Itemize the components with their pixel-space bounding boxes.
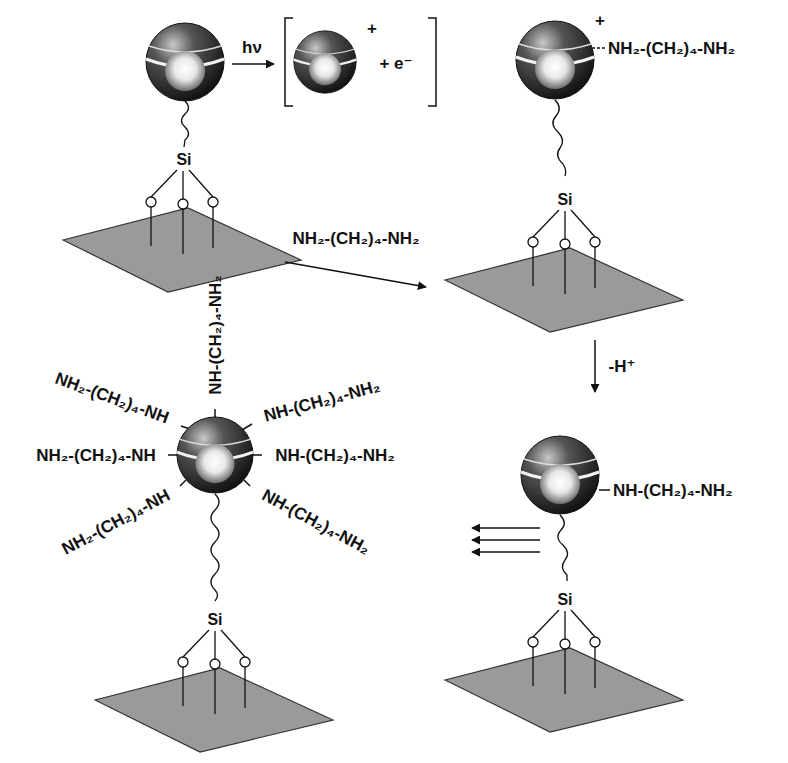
linker-chain (558, 515, 568, 581)
amine-substituent: NH-(CH₂)₄-NH₂ (275, 447, 395, 464)
amine-substituent: NH₂-(CH₂)₄-NH (36, 447, 156, 464)
substrate-anchor (95, 630, 333, 752)
linker-chain (553, 100, 566, 176)
multi-step-arrow (472, 539, 540, 541)
substrate-anchor (445, 210, 683, 332)
silicon-label: Si (207, 612, 222, 628)
silicon-label: Si (557, 592, 572, 608)
functionalized-fullerene (177, 417, 253, 493)
deprotonation-label: -H⁺ (609, 358, 636, 375)
bracket (285, 18, 293, 106)
amine-substituent: NH-(CH₂)₄-NH₂ (207, 275, 224, 395)
multi-step-arrow (472, 527, 540, 529)
reaction-arrow (285, 262, 426, 287)
multi-step-arrow (472, 551, 540, 553)
fullerene-sphere (516, 21, 594, 99)
fullerene-sphere (521, 436, 599, 514)
dashed-interaction (592, 47, 605, 48)
silicon-label: Si (557, 192, 572, 208)
light-symbol: hν (242, 39, 262, 56)
linker-chain (211, 494, 219, 601)
reaction-arrow (232, 63, 274, 65)
charge-sign: + (367, 20, 377, 37)
reagent-formula: NH₂-(CH₂)₄-NH₂ (608, 40, 735, 57)
amine-substituent: NH₂-(CH₂)₄-NH (53, 370, 171, 427)
reagent-formula: NH₂-(CH₂)₄-NH₂ (292, 230, 419, 247)
substrate-anchor (445, 610, 683, 732)
bond-line (599, 489, 610, 491)
charge-sign: + (595, 12, 605, 29)
reaction-arrow (594, 340, 596, 392)
amine-substituent: NH₂-(CH₂)₄-NH (59, 486, 173, 557)
silicon-label: Si (176, 152, 191, 168)
electron-label: + e⁻ (379, 55, 412, 72)
amine-substituent: NH-(CH₂)₄-NH₂ (262, 377, 382, 424)
amine-substituent: NH-(CH₂)₄-NH₂ (259, 486, 373, 557)
amine-substituent: NH-(CH₂)₄-NH₂ (613, 482, 733, 499)
bracket (428, 18, 436, 106)
substrate-anchor (63, 170, 301, 292)
fullerene-cation (294, 31, 356, 93)
linker-chain (182, 101, 189, 147)
fullerene-sphere (146, 23, 224, 101)
